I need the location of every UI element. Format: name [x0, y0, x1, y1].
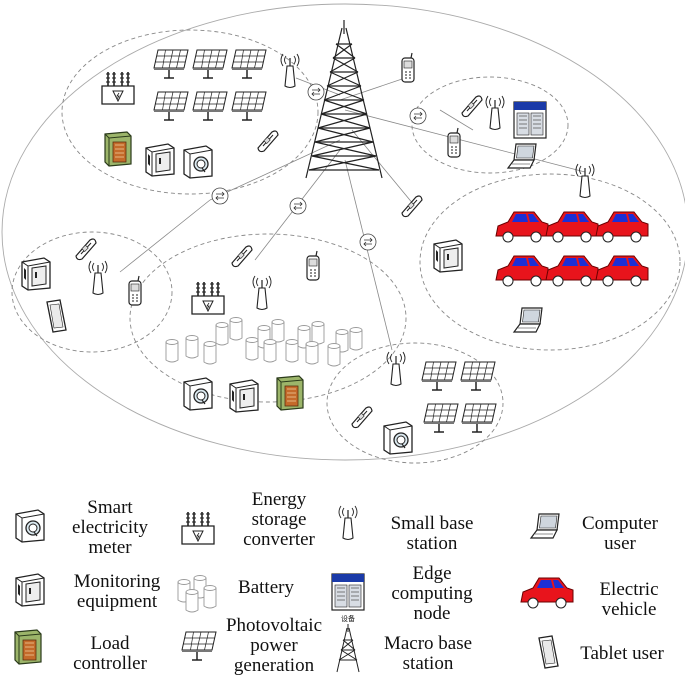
electric-vehicle-icon [520, 577, 574, 609]
solar-panel-icon [192, 49, 228, 79]
monitoring-equipment-icon [433, 239, 463, 273]
electric-vehicle-icon [545, 255, 599, 287]
load-controller-icon [104, 131, 132, 167]
solar-panel-icon [460, 361, 496, 391]
computer-icon [530, 513, 560, 539]
converter-icon [191, 281, 225, 315]
tablet-icon [538, 635, 559, 669]
mobile-phone-icon [447, 127, 461, 158]
smart-meter-icon [15, 509, 45, 543]
tablet-icon [46, 299, 67, 333]
smart-meter-icon [183, 377, 213, 411]
computer-icon [513, 307, 543, 333]
edge-node-icon [513, 101, 547, 139]
solar-panel-icon [421, 361, 457, 391]
small-base-station-icon [338, 505, 358, 541]
monitoring-equipment-icon [145, 143, 175, 177]
phone-icon [231, 245, 253, 268]
load-controller-icon [276, 375, 304, 411]
legend-tablet-user: Tablet user [580, 643, 664, 664]
small-base-station-icon [280, 53, 300, 89]
smart-meter-icon [183, 145, 213, 179]
load-controller-icon [14, 629, 42, 665]
monitoring-equipment-icon [21, 257, 51, 291]
solar-panel-icon [461, 403, 497, 433]
router-icon [211, 187, 229, 205]
battery-bank [165, 317, 363, 367]
edge-node-icon [331, 573, 365, 611]
mobile-phone-icon [128, 275, 142, 306]
small-base-station-icon [252, 275, 272, 311]
macro-tower-icon [336, 624, 360, 673]
mobile-phone-icon [306, 250, 320, 281]
mobile-phone-icon [401, 52, 415, 83]
small-cell-boundaries [11, 29, 681, 464]
electric-vehicle-icon [495, 211, 549, 243]
phone-icon [257, 130, 279, 153]
monitoring-equipment-icon [15, 573, 45, 607]
converter-icon [101, 71, 135, 105]
smart-meter-icon [383, 421, 413, 455]
computer-icon [507, 143, 537, 169]
edge-node-caption: 设备 [341, 614, 355, 623]
solar-panel-icon [423, 403, 459, 433]
phone-icon [461, 95, 483, 118]
electric-vehicle-icon [595, 255, 649, 287]
solar-panel-icon [231, 91, 267, 121]
macro-cell-boundary [1, 3, 685, 461]
router-icon [307, 83, 325, 101]
electric-vehicle-icon [545, 211, 599, 243]
small-base-station-icon [485, 95, 505, 131]
electric-vehicle-icon [495, 255, 549, 287]
battery-icon [177, 575, 217, 613]
router-icon [289, 197, 307, 215]
small-base-station-icon [575, 163, 595, 199]
phone-icon [351, 406, 373, 429]
phone-icon [75, 238, 97, 261]
small-base-station-icon [88, 260, 108, 296]
solar-panel-icon [153, 91, 189, 121]
router-icon [409, 107, 427, 125]
solar-panel-icon [231, 49, 267, 79]
electric-vehicle-icon [595, 211, 649, 243]
router-icon [359, 233, 377, 251]
macro-tower-icon [305, 20, 383, 179]
solar-panel-icon [192, 91, 228, 121]
phone-icon [401, 195, 423, 218]
solar-panel-icon [153, 49, 189, 79]
legend-battery: Battery [238, 577, 294, 598]
monitoring-equipment-icon [229, 379, 259, 413]
converter-icon [181, 511, 215, 545]
